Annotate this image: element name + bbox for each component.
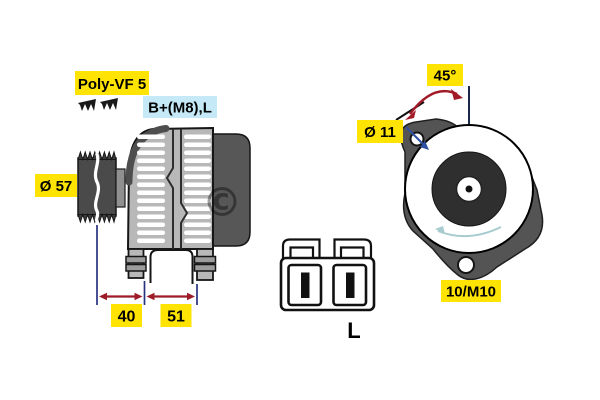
vent-fin xyxy=(184,198,211,203)
vent-fin xyxy=(184,166,211,171)
arrowhead xyxy=(405,110,416,120)
vent-fin xyxy=(137,230,165,235)
belt-profile-right xyxy=(100,98,118,110)
vent-fin xyxy=(184,190,211,195)
vent-fin xyxy=(137,214,165,219)
vent-fin xyxy=(184,142,211,147)
thread-label-bg xyxy=(441,280,501,302)
housing-seam-left xyxy=(165,129,174,249)
arrowhead xyxy=(146,292,155,301)
vent-fin xyxy=(184,174,211,179)
lug-bushing xyxy=(125,255,147,264)
vent-fins-rear xyxy=(184,134,211,243)
vent-fin xyxy=(137,182,165,187)
belt-profile-left xyxy=(78,99,96,111)
angle-label-bg xyxy=(427,64,463,86)
belt-profile-icon xyxy=(78,98,118,111)
terminal-label-bg xyxy=(143,96,217,118)
rear-housing xyxy=(212,133,251,247)
vent-fin xyxy=(184,214,211,219)
vent-fins-front xyxy=(137,134,165,243)
angled-reference-line xyxy=(395,101,425,121)
vent-fin xyxy=(137,222,165,227)
vent-fin xyxy=(184,150,211,155)
vent-fin xyxy=(137,150,165,155)
vent-fin xyxy=(184,230,211,235)
vent-fin xyxy=(137,206,165,211)
hole-pointer-arrowhead xyxy=(420,141,429,150)
pulley-hub xyxy=(115,168,126,208)
housing-seam-right xyxy=(180,129,189,249)
arrowhead xyxy=(134,292,143,301)
vent-fin xyxy=(137,238,165,243)
dim-40-label-bg xyxy=(111,304,142,327)
vent-fin xyxy=(137,134,165,139)
thread-label: 10/M10 xyxy=(446,284,496,301)
pulley-diameter-label: Ø 57 xyxy=(40,178,73,195)
mounting-lugs xyxy=(125,248,217,284)
vent-fin xyxy=(137,158,165,163)
vent-fin xyxy=(184,134,211,139)
rear-view: 45° Ø 11 10/M10 xyxy=(357,64,544,302)
vent-fin xyxy=(184,222,211,227)
belt-type-label-bg xyxy=(75,71,149,95)
rotation-arrowhead xyxy=(435,226,445,234)
vent-fin xyxy=(137,190,165,195)
extension-lines xyxy=(96,225,198,305)
hole-diameter-label: Ø 11 xyxy=(364,124,396,141)
angle-arc xyxy=(409,89,458,115)
hole-pointer-line xyxy=(405,126,426,147)
arrowhead xyxy=(187,292,195,301)
shaft-center xyxy=(465,185,473,193)
arrowhead xyxy=(99,292,107,301)
mount-hole-bottom xyxy=(457,256,475,274)
connector-pin-label: L xyxy=(347,318,360,343)
dim-51-label-bg xyxy=(160,304,192,327)
vent-fin xyxy=(184,238,211,243)
connector-clip-left xyxy=(281,238,321,261)
pulley-diameter-label-bg xyxy=(35,174,77,197)
arrowhead xyxy=(451,89,463,100)
vent-fin xyxy=(184,182,211,187)
connector-pin-left xyxy=(301,272,310,298)
pulley-break-line xyxy=(93,152,101,222)
terminal-label: B+(M8),L xyxy=(148,100,212,117)
dim-51-label: 51 xyxy=(167,309,185,326)
vent-fin xyxy=(184,206,211,211)
angle-label: 45° xyxy=(434,68,457,85)
hole-diameter-label-bg xyxy=(357,120,403,143)
dimension-arrows xyxy=(99,292,195,301)
lug-bushing xyxy=(193,255,217,264)
connector-view: L xyxy=(279,238,376,343)
vent-fin xyxy=(137,166,165,171)
vent-fin xyxy=(184,158,211,163)
pulley xyxy=(77,150,126,224)
vent-fin xyxy=(137,174,165,179)
side-view: Poly-VF 5 B+(M8),L Ø 57 xyxy=(35,71,251,327)
vent-fin xyxy=(137,142,165,147)
belt-type-label: Poly-VF 5 xyxy=(78,76,146,93)
connector-clip-right xyxy=(333,238,373,261)
lug-gap xyxy=(149,249,194,284)
dim-40-label: 40 xyxy=(118,309,136,326)
lug-bushing xyxy=(125,263,147,272)
lug-bushing xyxy=(193,263,217,272)
copyright-watermark: © xyxy=(202,180,242,226)
vent-fin xyxy=(137,198,165,203)
connector-pin-right xyxy=(346,272,355,298)
